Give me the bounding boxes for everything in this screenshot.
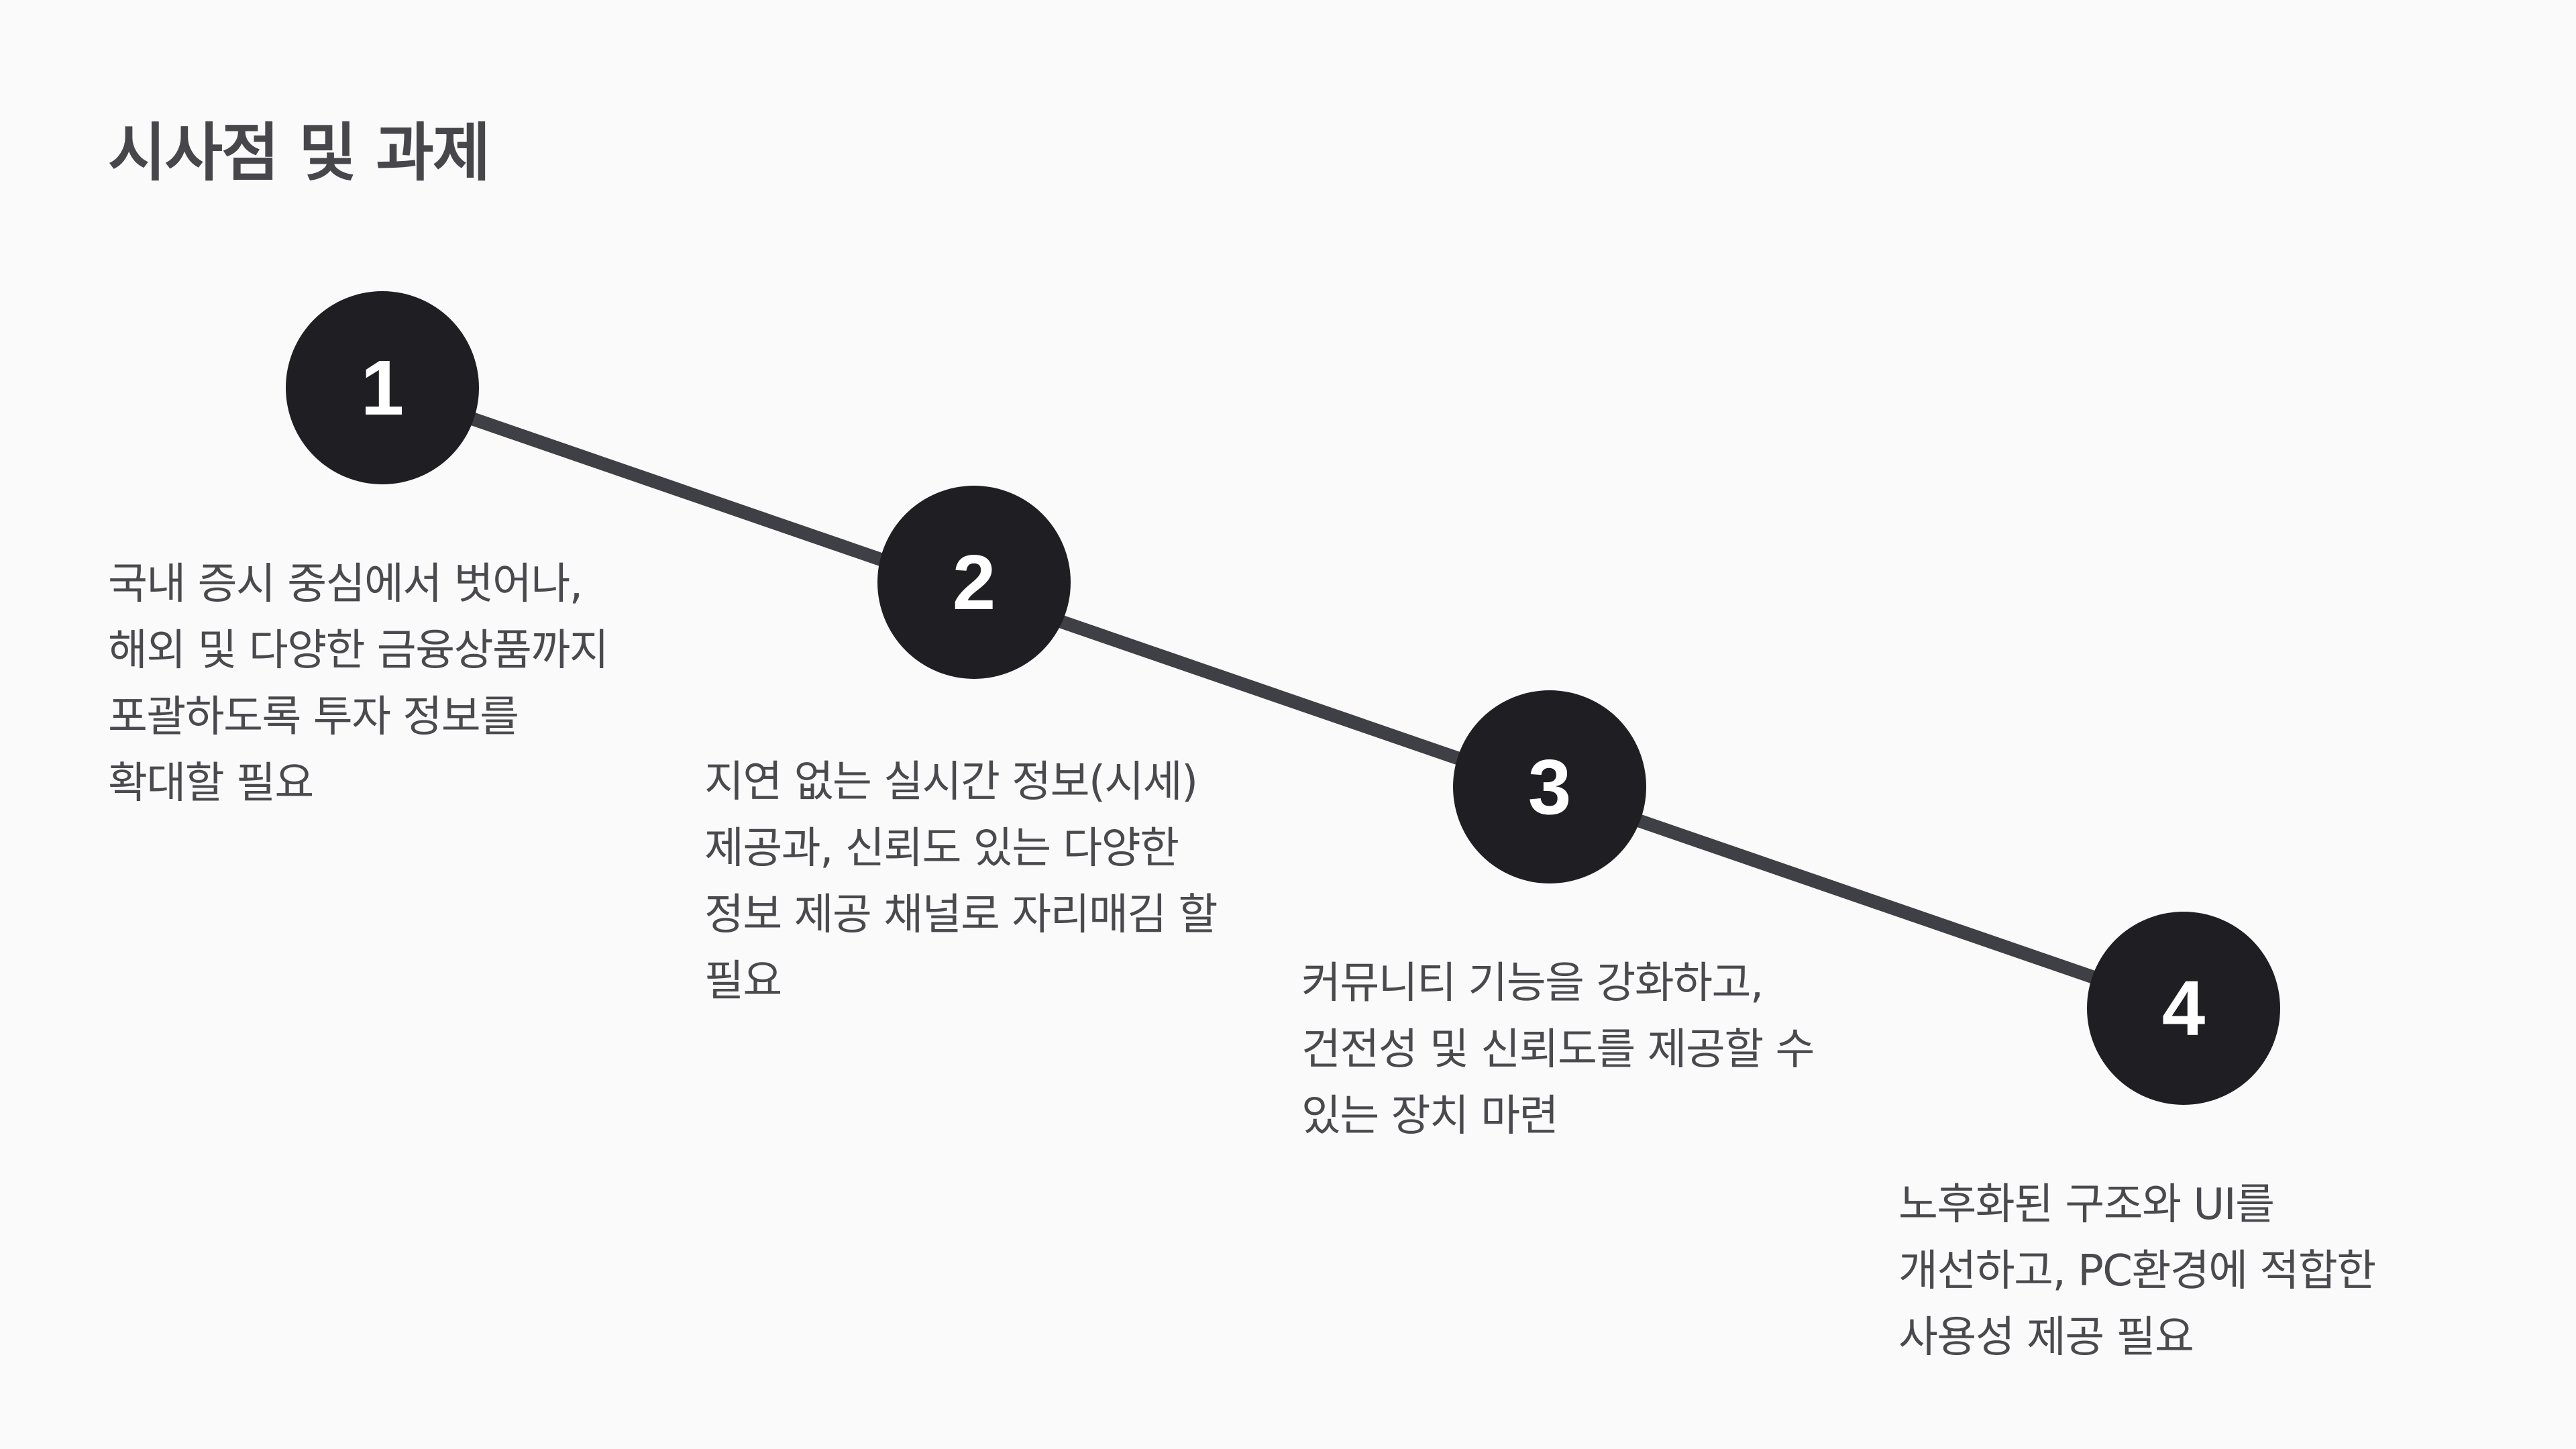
step-2-number: 2 <box>952 539 996 626</box>
step-1-number: 1 <box>360 344 405 431</box>
step-4-circle: 4 <box>2087 912 2280 1105</box>
step-3-number: 3 <box>1527 743 1572 830</box>
step-1-circle: 1 <box>286 291 479 484</box>
step-2-circle: 2 <box>877 486 1071 679</box>
step-3-description: 커뮤니티 기능을 강화하고, 건전성 및 신뢰도를 제공할 수 있는 장치 마련 <box>1301 959 1815 1141</box>
page-title: 시사점 및 과제 <box>108 117 490 190</box>
step-4-description: 노후화된 구조와 UI를 개선하고, PC환경에 적합한 사용성 제공 필요 <box>1898 1180 2376 1362</box>
step-1-description: 국내 증시 중심에서 벗어나, 해외 및 다양한 금융상품까지 포괄하도록 투자… <box>108 559 609 808</box>
step-3-circle: 3 <box>1453 690 1646 883</box>
step-4-number: 4 <box>2161 965 2206 1052</box>
step-2-description: 지연 없는 실시간 정보(시세) 제공과, 신뢰도 있는 다양한 정보 제공 채… <box>704 757 1218 1006</box>
